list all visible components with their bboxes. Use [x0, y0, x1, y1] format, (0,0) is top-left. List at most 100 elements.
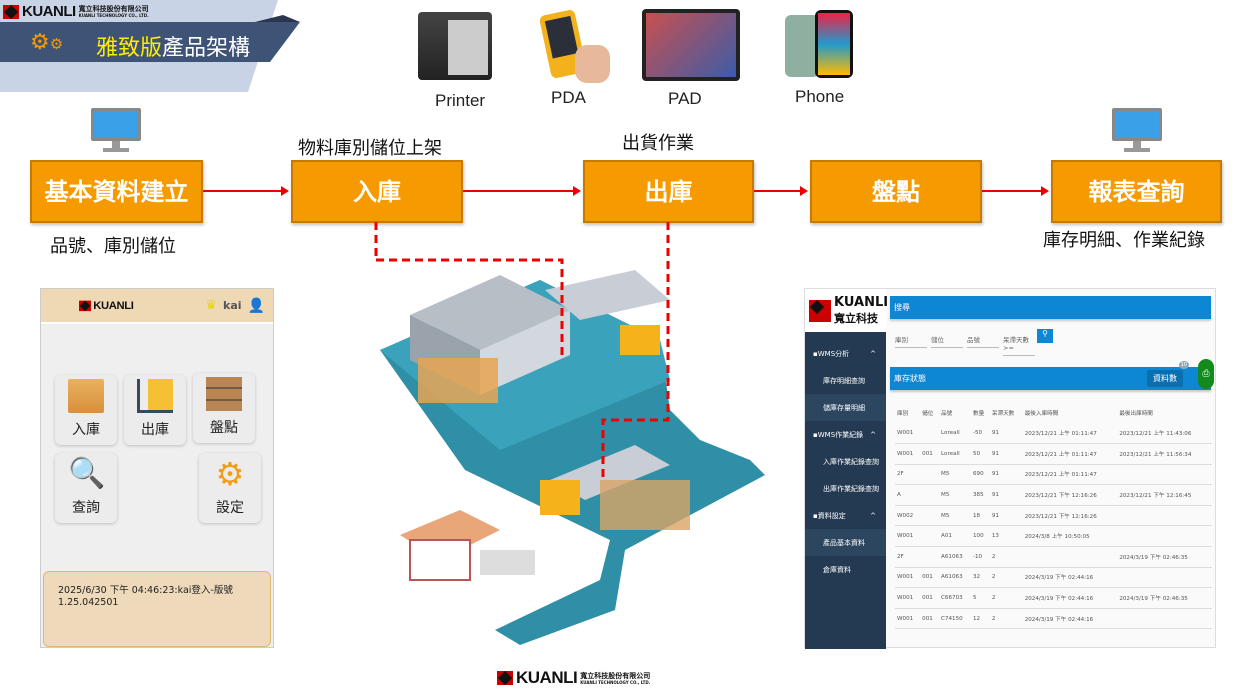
- table-cell: 13: [989, 525, 1023, 548]
- hand-image: [575, 45, 610, 83]
- table-cell: 001: [920, 608, 940, 630]
- table-cell: [920, 484, 940, 506]
- chevron-up-icon[interactable]: ^: [870, 349, 876, 358]
- pda-label: PDA: [551, 88, 586, 107]
- boxes-icon: [68, 379, 104, 413]
- hand-truck-icon: [137, 379, 173, 413]
- sidebar-item[interactable]: ▪ 資料設定^: [813, 511, 876, 520]
- table-cell: [920, 423, 940, 445]
- warehouse-illustration: [374, 222, 765, 645]
- table-cell: Loreall: [939, 443, 971, 465]
- flow-step-reports: 報表查詢: [1051, 160, 1222, 223]
- tile-stocktake[interactable]: 盤點: [193, 373, 255, 443]
- tile-query[interactable]: 🔍查詢: [55, 453, 117, 523]
- phone-back-image: [785, 15, 819, 77]
- table-cell: C66703: [939, 587, 971, 609]
- table-cell: 2024/3/19 下午 02:46:35: [1117, 546, 1212, 568]
- sidebar-item[interactable]: 產品基本資料: [805, 529, 886, 556]
- table-cell: 2: [989, 587, 1023, 609]
- kuanli-logo-icon: [3, 4, 19, 19]
- item-no-field[interactable]: 品號: [967, 334, 999, 348]
- flow-step-basic-data: 基本資料建立: [30, 160, 203, 223]
- sidebar-item[interactable]: 庫存明細查詢: [823, 376, 865, 385]
- chevron-up-icon[interactable]: ^: [870, 430, 876, 439]
- column-header[interactable]: 最後入庫時間: [1024, 411, 1059, 417]
- sidebar-item[interactable]: 出庫作業紀錄查詢: [823, 484, 879, 493]
- table-cell: 385: [970, 484, 990, 506]
- table-cell: 2023/12/21 下午 12:16:45: [1117, 484, 1212, 506]
- table-cell: W001: [895, 567, 921, 589]
- login-message: 2025/6/30 下午 04:46:23:kai登入-版號 1.25.0425…: [43, 571, 271, 647]
- sidebar-item[interactable]: 儲庫存量明細: [805, 394, 886, 421]
- flow-step-inbound: 入庫: [291, 160, 463, 223]
- idle-days-field[interactable]: 呆滯天數>=: [1003, 334, 1035, 356]
- table-cell: A: [895, 484, 921, 506]
- sidebar-item[interactable]: 倉庫資料: [823, 565, 851, 574]
- table-cell: M5: [939, 484, 971, 506]
- table-cell: W002: [895, 505, 921, 527]
- table-cell: [1117, 464, 1212, 486]
- column-header[interactable]: 數量: [972, 411, 985, 417]
- flow-arrow: [754, 187, 808, 195]
- kuanli-logo-icon: [79, 300, 91, 311]
- table-cell: C74150: [939, 608, 971, 630]
- table-cell: 001: [920, 443, 940, 465]
- kuanli-logo-icon: [497, 671, 513, 685]
- column-header[interactable]: 最後出庫時間: [1119, 411, 1153, 417]
- gear-icon: ⚙: [215, 455, 245, 493]
- table-cell: 2023/12/21 下午 12:16:26: [1022, 484, 1118, 506]
- table-cell: [920, 546, 940, 568]
- document-icon: ▪: [813, 511, 818, 520]
- column-header[interactable]: 呆滯天數: [991, 411, 1015, 417]
- table-cell: 001: [920, 587, 940, 609]
- search-button[interactable]: ⚲: [1037, 329, 1053, 343]
- table-cell: 12: [970, 608, 990, 630]
- flow-arrow: [463, 187, 581, 195]
- table-cell: 2024/3/19 下午 02:44:16: [1022, 567, 1118, 589]
- export-excel-icon[interactable]: ⎙: [1198, 359, 1214, 389]
- table-cell: W001: [895, 608, 921, 630]
- sidebar-item[interactable]: ▪ WMS分析^: [813, 349, 876, 358]
- page-title: 雅致版產品架構: [96, 36, 251, 61]
- column-header[interactable]: 品號: [941, 411, 953, 417]
- sidebar-item[interactable]: 入庫作業紀錄查詢: [823, 457, 879, 466]
- chevron-up-icon[interactable]: ^: [870, 511, 876, 520]
- table-cell: W001: [895, 423, 921, 445]
- table-cell: 91: [989, 484, 1023, 506]
- column-header[interactable]: 庫別: [897, 411, 909, 417]
- warehouse-field[interactable]: 庫別: [895, 334, 927, 348]
- tile-inbound[interactable]: 入庫: [55, 375, 117, 445]
- phone-image: [815, 10, 853, 78]
- column-header[interactable]: 儲位: [922, 411, 934, 417]
- table-cell: 2024/3/19 下午 02:44:16: [1022, 587, 1118, 609]
- monitor-icon: [91, 108, 141, 156]
- user-avatar-icon[interactable]: 👤: [247, 297, 265, 314]
- table-cell: 2023/12/21 上午 01:11:47: [1022, 443, 1118, 465]
- table-cell: W001: [895, 525, 921, 548]
- document-search-icon: 🔍: [68, 456, 106, 491]
- table-cell: 18: [970, 505, 990, 527]
- table-cell: [920, 464, 940, 486]
- pad-image: [642, 9, 740, 81]
- table-cell: [920, 525, 940, 548]
- location-field[interactable]: 儲位: [931, 334, 963, 348]
- table-cell: 2023/12/21 上午 11:43:06: [1117, 423, 1212, 445]
- tile-settings[interactable]: ⚙設定: [199, 453, 261, 523]
- table-cell: 2F: [895, 464, 921, 486]
- table-cell: [1117, 567, 1212, 589]
- table-cell: 2: [989, 567, 1023, 589]
- table-cell: A61063: [939, 567, 971, 589]
- sidebar-item[interactable]: ▪ WMS作業紀錄^: [813, 430, 876, 439]
- document-icon: ▪: [813, 349, 818, 358]
- flow-arrow: [203, 187, 289, 195]
- crown-icon: ♛: [205, 298, 218, 313]
- tile-outbound[interactable]: 出庫: [124, 375, 186, 445]
